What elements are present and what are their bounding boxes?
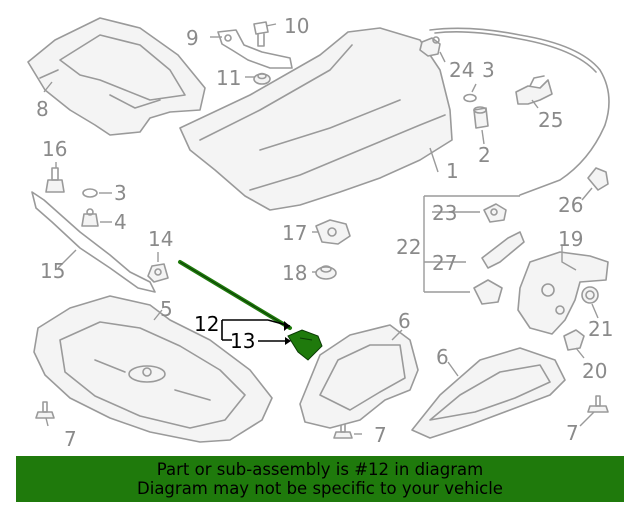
callout-15: 15 [40, 259, 65, 283]
part-20-bolt [563, 329, 585, 351]
callout-7-right: 7 [566, 421, 579, 445]
part-14-nut [147, 263, 169, 283]
part-21-grommet [581, 286, 599, 304]
callout-11: 11 [216, 66, 241, 90]
part-10-bolt [253, 21, 269, 47]
part-7-clip-right [587, 395, 609, 413]
callout-26: 26 [558, 193, 583, 217]
part-3-washer [463, 93, 477, 103]
part-9-hood-hinge [217, 29, 293, 69]
part-23-nut [483, 203, 507, 223]
part-17-latch-striker [315, 219, 351, 245]
callout-24: 24 [449, 58, 474, 82]
part-7-clip-left [35, 401, 55, 419]
callout-6-right: 6 [436, 345, 449, 369]
banner-line-1: Part or sub-assembly is #12 in diagram [156, 460, 484, 479]
part-22-release-cable [429, 27, 610, 196]
info-banner: Part or sub-assembly is #12 in diagram D… [16, 456, 624, 502]
callout-9: 9 [186, 26, 199, 50]
part-25-clip [515, 75, 553, 105]
part-13-rod-holder [287, 329, 323, 361]
callout-19: 19 [558, 227, 583, 251]
callout-16: 16 [42, 137, 67, 161]
callout-7-left: 7 [64, 427, 77, 451]
callout-23: 23 [432, 201, 457, 225]
callout-5: 5 [160, 297, 173, 321]
callout-8: 8 [36, 97, 49, 121]
callout-labels: 8 9 10 11 1 24 3 2 25 16 3 4 15 14 5 12 … [36, 14, 613, 451]
callout-27: 27 [432, 251, 457, 275]
part-6-splash-shield-right [411, 347, 566, 439]
callout-17: 17 [282, 221, 307, 245]
callout-25: 25 [538, 108, 563, 132]
part-22-bracket-lines [423, 195, 520, 293]
part-6-splash-shield-left [299, 324, 419, 429]
leader-lines-active [221, 319, 291, 345]
part-12-hood-support-rod [178, 260, 292, 330]
part-8-under-cover [27, 17, 206, 136]
callout-3-left: 3 [114, 181, 127, 205]
callout-1: 1 [446, 159, 459, 183]
callout-10: 10 [284, 14, 309, 38]
part-4-clip [81, 208, 99, 227]
callout-12: 12 [194, 312, 219, 336]
leader-lines [43, 23, 599, 435]
callout-22: 22 [396, 235, 421, 259]
callout-6-left: 6 [398, 309, 411, 333]
part-22-handle [473, 279, 503, 305]
callout-7-center: 7 [374, 423, 387, 447]
part-24-bolt [419, 36, 441, 57]
part-11-bumper [253, 72, 271, 85]
part-27-lever [481, 231, 525, 269]
part-19-hood-latch [517, 251, 609, 335]
callout-20: 20 [582, 359, 607, 383]
part-1-hood [179, 27, 453, 211]
part-15-seal [31, 191, 156, 293]
part-5-insulator [33, 295, 273, 443]
part-3-washer-left [82, 188, 98, 198]
callout-13: 13 [230, 329, 255, 353]
part-18-bumper-stop [315, 265, 337, 280]
part-26-seal-clip [587, 167, 609, 191]
part-2-bumper [473, 106, 489, 129]
callout-21: 21 [588, 317, 613, 341]
part-16-stud [45, 167, 65, 193]
callout-14: 14 [148, 227, 173, 251]
callout-18: 18 [282, 261, 307, 285]
callout-2: 2 [478, 143, 491, 167]
callout-4: 4 [114, 210, 127, 234]
callout-3-top: 3 [482, 58, 495, 82]
banner-line-2: Diagram may not be specific to your vehi… [137, 479, 503, 498]
